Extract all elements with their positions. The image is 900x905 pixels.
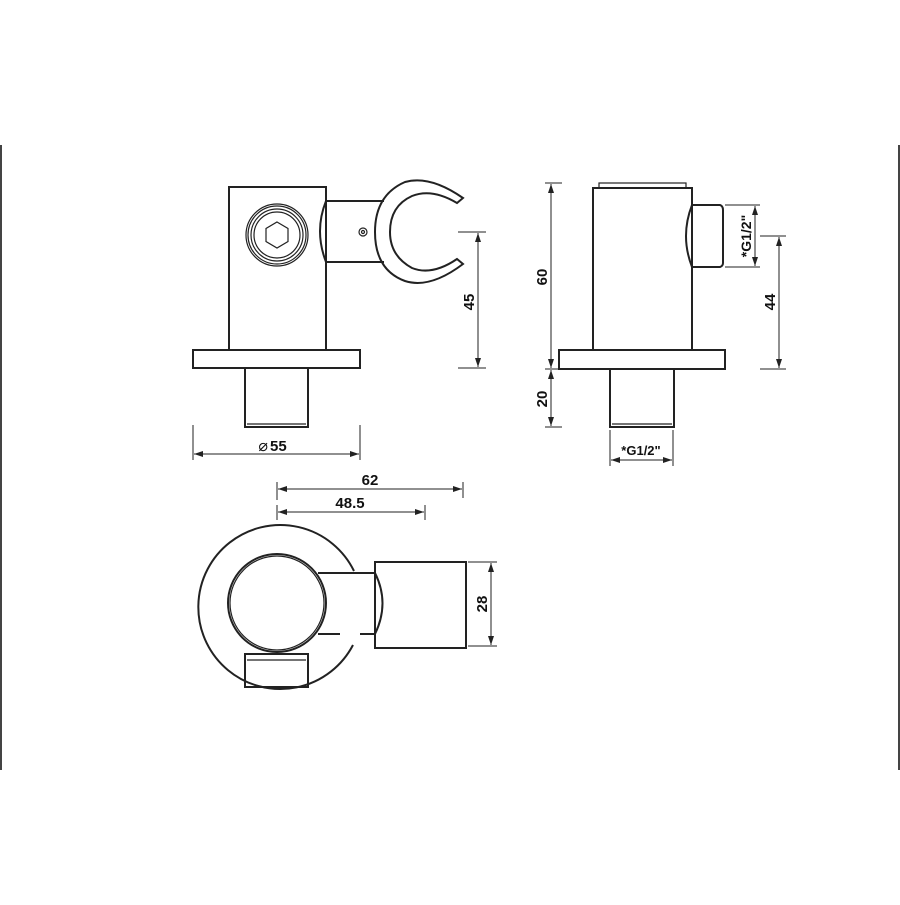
- side-stem: [609, 368, 675, 428]
- dim-outlet-height: 44: [762, 293, 779, 310]
- dim-outlet-thread: *G1/2": [738, 215, 754, 257]
- front-stem: [244, 367, 309, 428]
- top-outlet: [244, 653, 309, 688]
- top-arm: [318, 572, 384, 635]
- top-body-circle: [227, 553, 327, 653]
- dim-diameter-symbol: ⌀: [258, 438, 268, 455]
- dim-diameter: 55: [270, 438, 287, 455]
- hex-socket-icon: [245, 203, 309, 267]
- top-rosette: [197, 524, 355, 691]
- top-holder: [374, 561, 467, 649]
- side-view: 60 20 *G1/2" 44 *G1/2": [534, 182, 786, 466]
- c-clip-holder: [373, 179, 465, 284]
- side-flange: [558, 349, 726, 370]
- dim-inlet-thread: *G1/2": [621, 443, 660, 458]
- dim-overall-length: 62: [362, 472, 379, 489]
- dim-height-to-holder: 45: [461, 294, 478, 311]
- side-outlet: [685, 204, 724, 268]
- side-body: [592, 187, 693, 351]
- front-view: 45 ⌀ 55: [192, 179, 486, 460]
- front-flange: [192, 349, 361, 369]
- holder-arm: [319, 200, 384, 263]
- pin-icon: [358, 227, 368, 237]
- dim-holder-width: 28: [474, 596, 491, 613]
- dim-thread-length: 20: [534, 391, 551, 408]
- dim-total-height: 60: [534, 269, 551, 286]
- top-view: 62 48.5 28: [197, 472, 497, 691]
- dim-center-to-holder: 48.5: [335, 495, 364, 512]
